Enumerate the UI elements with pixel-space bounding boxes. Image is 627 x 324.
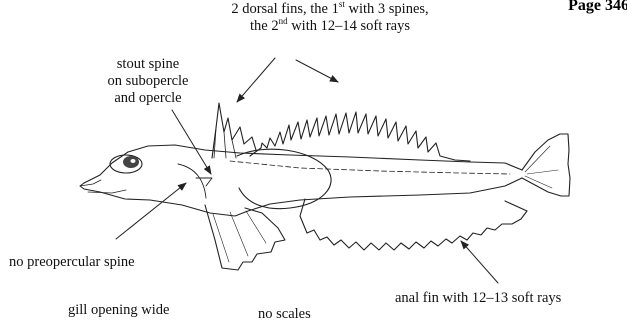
preopercular-label: no preopercular spine — [9, 254, 135, 271]
anal-fin — [300, 199, 527, 250]
first-dorsal-fin — [212, 103, 256, 158]
page-number: Page 346 — [568, 0, 627, 15]
stout-spine-line-1: stout spine — [88, 56, 208, 73]
caudal-fin — [522, 134, 570, 196]
stout-spine-line-3: and opercle — [88, 90, 208, 107]
gill-opening-label: gill opening wide — [68, 302, 170, 319]
anal-fin-label: anal fin with 12–13 soft rays — [395, 290, 561, 307]
second-dorsal-fin — [250, 112, 470, 161]
stout-spine-line-2: on subopercle — [88, 73, 208, 90]
pelvic-fin — [205, 205, 285, 270]
dorsal-label-line-1: 2 dorsal fins, the 1st with 3 spines, — [170, 1, 490, 18]
scales-label: no scales — [258, 306, 311, 323]
stout-spine-label: stout spine on subopercle and opercle — [88, 56, 208, 107]
fish-body — [80, 145, 522, 216]
fish-eye — [110, 155, 142, 173]
dorsal-label-line-2: the 2nd with 12–14 soft rays — [170, 18, 490, 35]
dorsal-fins-label: 2 dorsal fins, the 1st with 3 spines, th… — [170, 1, 490, 35]
